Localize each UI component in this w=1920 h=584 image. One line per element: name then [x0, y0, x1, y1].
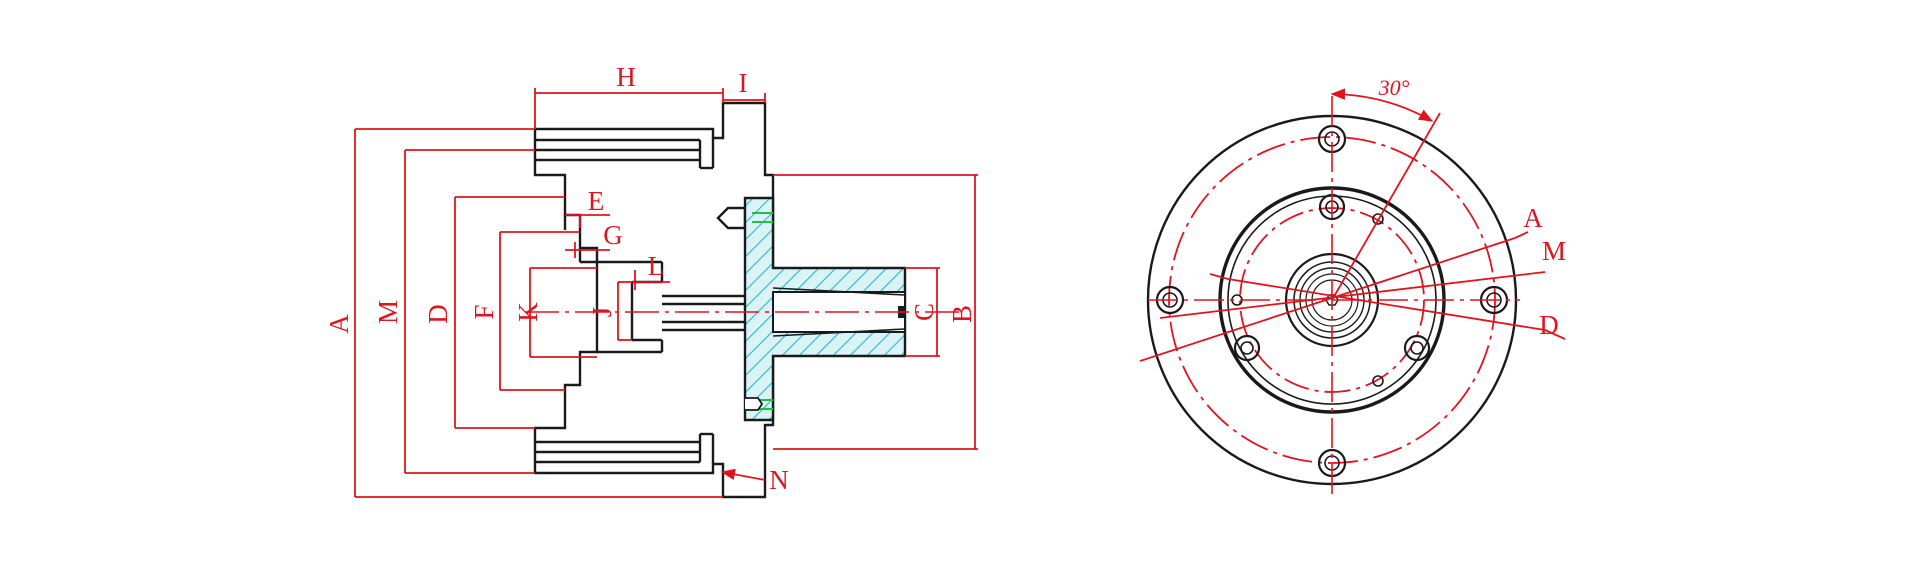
label-H: H [616, 62, 636, 92]
label-L: L [648, 251, 665, 281]
front-labels: A M D [1523, 203, 1566, 340]
side-labels: A M D F K J H I E G L N B C [324, 62, 977, 495]
side-dimensions [354, 88, 978, 498]
label-B: B [947, 305, 977, 323]
label-K: K [513, 302, 543, 322]
pin-hole-1 [1372, 213, 1384, 225]
chuck-body-outline [533, 101, 775, 499]
diameter-leaders [1139, 231, 1566, 362]
bolt-hole-inner-right [1403, 334, 1431, 362]
side-view: A M D F K J H I E G L N B C [324, 62, 978, 499]
label-J: J [587, 307, 617, 318]
label-E: E [588, 186, 605, 216]
label-C: C [909, 303, 939, 321]
front-view: 30° A M D [1139, 75, 1566, 500]
angle-annotation [1330, 88, 1441, 301]
label-I: I [739, 68, 748, 98]
flange-adapter [743, 196, 907, 422]
label-G: G [603, 220, 623, 250]
label-M: M [373, 300, 403, 324]
angle-label: 30° [1378, 75, 1410, 100]
label-F: F [469, 304, 499, 319]
label-D: D [423, 304, 453, 324]
bolt-hole-inner-left [1233, 334, 1261, 362]
front-label-M: M [1542, 236, 1566, 266]
label-A: A [324, 314, 354, 334]
front-label-A: A [1523, 203, 1543, 233]
front-label-D: D [1539, 310, 1559, 340]
pin-hole-3 [1372, 375, 1384, 387]
label-N: N [769, 465, 789, 495]
